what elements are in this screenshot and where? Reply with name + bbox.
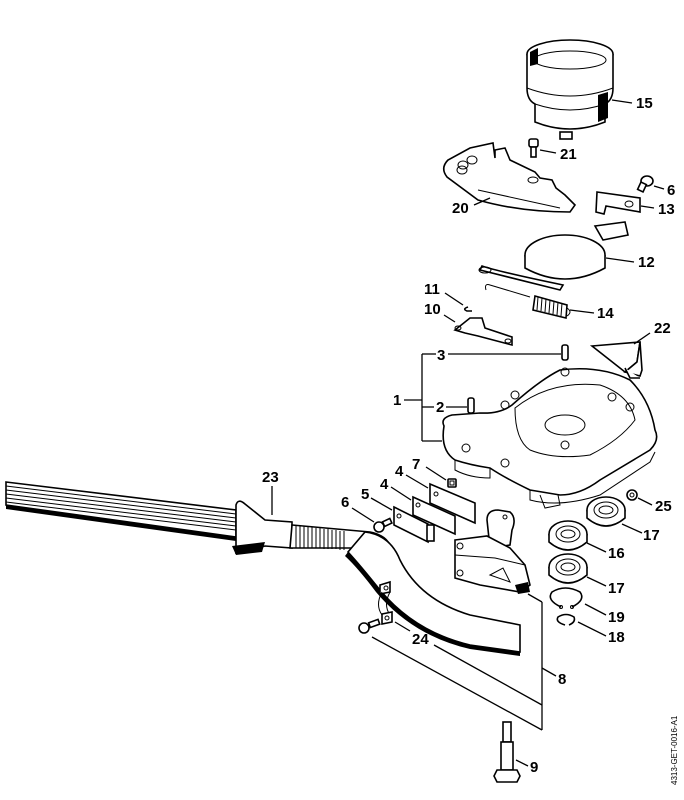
label-24[interactable]: 24 — [412, 631, 429, 648]
part-16-ball-bearing[interactable] — [548, 520, 588, 551]
leader-4-upper — [405, 474, 429, 489]
part-25-nut[interactable] — [626, 489, 638, 501]
part-19-circlip[interactable] — [549, 587, 583, 609]
label-3[interactable]: 3 — [437, 347, 445, 364]
part-24-screw[interactable] — [358, 618, 381, 634]
part-13-bracket[interactable] — [595, 191, 641, 215]
label-17-upper[interactable]: 17 — [643, 527, 660, 544]
part-20-cover-plate[interactable] — [442, 142, 577, 213]
label-12[interactable]: 12 — [638, 254, 655, 271]
label-20[interactable]: 20 — [452, 200, 469, 217]
label-11[interactable]: 11 — [424, 281, 440, 298]
label-21[interactable]: 21 — [560, 146, 577, 163]
label-23[interactable]: 23 — [262, 469, 279, 486]
bracket-8 — [527, 593, 557, 730]
leader-17-lower — [586, 576, 607, 587]
leader-22 — [633, 332, 651, 345]
drawing-code: 4313-GET-0016-A1 — [670, 715, 679, 785]
leader-15 — [611, 99, 633, 104]
leader-18 — [577, 621, 607, 637]
part-5-plate[interactable] — [393, 505, 435, 544]
part-24-clamp[interactable] — [378, 580, 393, 625]
label-10[interactable]: 10 — [424, 301, 441, 318]
part-4-plate-lower[interactable] — [412, 495, 456, 536]
label-25[interactable]: 25 — [655, 498, 672, 515]
label-16[interactable]: 16 — [608, 545, 625, 562]
leader-6-top — [653, 185, 665, 190]
label-14[interactable]: 14 — [597, 305, 614, 322]
label-8[interactable]: 8 — [558, 671, 566, 688]
label-1[interactable]: 1 — [393, 392, 401, 409]
part-6-screw-top[interactable] — [636, 175, 654, 193]
label-6-left[interactable]: 6 — [341, 494, 349, 511]
leader-4-lower — [390, 486, 412, 501]
leader-14 — [569, 309, 595, 314]
part-9-shaft-bolt[interactable] — [493, 721, 521, 783]
label-6-top[interactable]: 6 — [667, 182, 675, 199]
leader-9 — [515, 759, 529, 767]
part-8-handle-assembly[interactable] — [454, 509, 531, 594]
label-17-lower[interactable]: 17 — [608, 580, 625, 597]
leader-12 — [605, 257, 635, 263]
part-7-nut[interactable] — [447, 478, 457, 488]
part-15-clutch-drum[interactable] — [526, 39, 614, 140]
leader-19 — [584, 603, 607, 616]
part-18-circlip[interactable] — [556, 613, 576, 626]
bracket-1 — [404, 353, 561, 442]
leader-21 — [539, 149, 557, 154]
part-22-cover[interactable] — [589, 341, 643, 379]
label-2[interactable]: 2 — [436, 399, 444, 416]
leader-25 — [637, 497, 653, 506]
label-13[interactable]: 13 — [658, 201, 675, 218]
leader-11 — [444, 292, 464, 306]
part-17-ball-bearing-upper[interactable] — [586, 496, 626, 527]
part-4-plate-upper[interactable] — [429, 482, 476, 525]
part-10-lever[interactable] — [453, 317, 513, 347]
part-12-brake-band[interactable] — [478, 221, 629, 291]
part-17-ball-bearing-lower[interactable] — [548, 553, 588, 584]
leader-6-left — [351, 507, 375, 523]
label-15[interactable]: 15 — [636, 95, 653, 112]
label-19[interactable]: 19 — [608, 609, 625, 626]
label-4-upper[interactable]: 4 — [395, 463, 404, 480]
leader-20 — [473, 197, 491, 206]
leader-5 — [370, 497, 393, 511]
leader-13 — [640, 205, 655, 209]
label-9[interactable]: 9 — [530, 759, 538, 776]
label-7[interactable]: 7 — [412, 456, 420, 473]
part-11-e-clip[interactable] — [463, 306, 472, 312]
leader-17-upper — [621, 523, 643, 534]
part-1-housing[interactable] — [442, 367, 658, 509]
label-4-lower[interactable]: 4 — [380, 476, 389, 493]
leader-16 — [586, 542, 607, 553]
part-3-pin[interactable] — [561, 344, 569, 361]
part-2-pin[interactable] — [467, 397, 475, 414]
label-18[interactable]: 18 — [608, 629, 625, 646]
label-5[interactable]: 5 — [361, 486, 369, 503]
leader-7 — [425, 466, 447, 481]
part-6-screw-left[interactable] — [373, 517, 393, 533]
part-14-spring[interactable] — [485, 284, 571, 319]
leader-10 — [443, 314, 456, 323]
part-21-screw[interactable] — [528, 138, 539, 158]
bracket-24 — [371, 621, 543, 731]
part-23-hose-grip[interactable] — [5, 481, 521, 656]
label-22[interactable]: 22 — [654, 320, 671, 337]
